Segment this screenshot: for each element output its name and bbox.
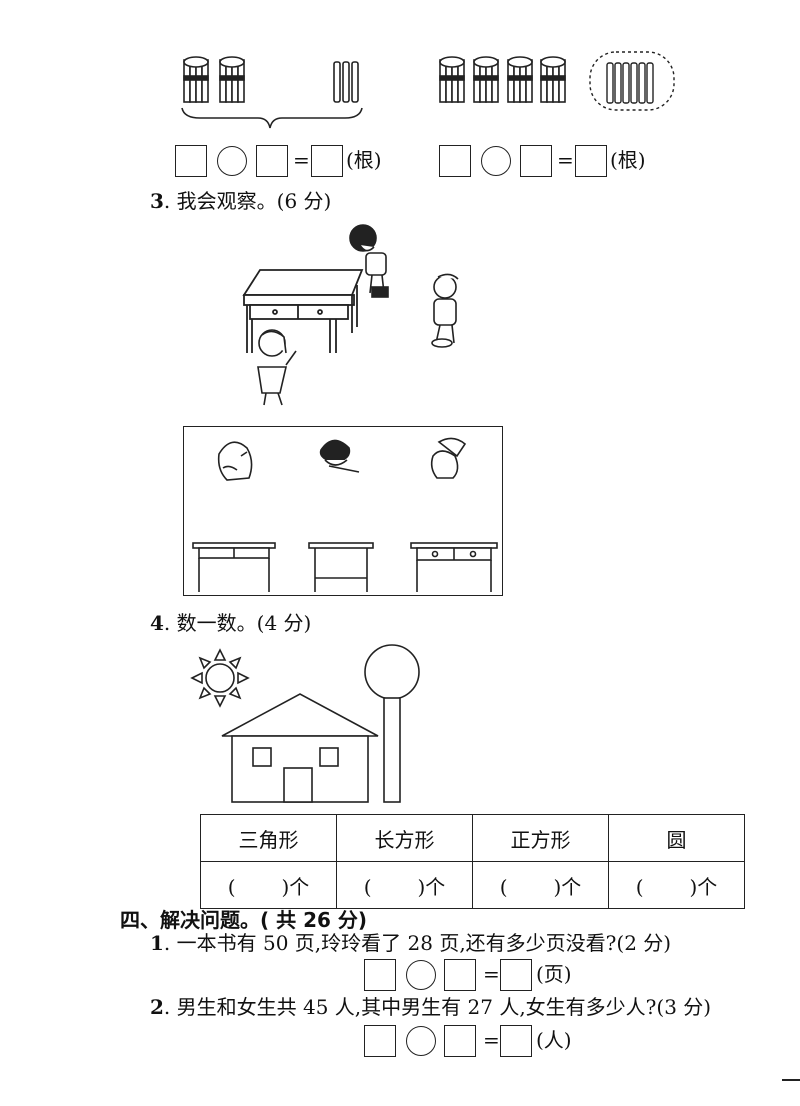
boy-figure-icon [349, 224, 389, 298]
header-rectangle: 长方形 [336, 814, 473, 862]
header-square: 正方形 [472, 814, 609, 862]
observation-scene-illustration [242, 224, 459, 406]
answer-box[interactable] [364, 1025, 396, 1057]
question-number: 2 [150, 995, 164, 1019]
answer-box[interactable] [256, 145, 288, 177]
stick-bundle-icon [219, 56, 245, 103]
problem-1-text: 1. 一本书有 50 页,玲玲看了 28 页,还有多少页没看?(2 分) [150, 930, 671, 956]
question-text: . 一本书有 50 页,玲玲看了 28 页,还有多少页没看?(2 分) [163, 931, 672, 955]
answer-box[interactable] [500, 959, 532, 991]
operator-circle[interactable] [217, 146, 247, 176]
girl-figure-icon [257, 329, 297, 406]
observation-options-illustration [192, 437, 498, 592]
section-4-title: 四、解决问题。( 共 26 分) [120, 908, 368, 932]
count-cell-circle[interactable]: ()个 [608, 861, 745, 909]
answer-box[interactable] [364, 959, 396, 991]
girl-head-icon [430, 437, 467, 479]
answer-box[interactable] [444, 1025, 476, 1057]
observation-answer-box [183, 426, 503, 596]
boy-head-icon [319, 439, 360, 473]
count-cell-triangle[interactable]: ()个 [200, 861, 337, 909]
brace-icon [181, 107, 363, 129]
question-3-title: 3. 我会观察。(6 分) [150, 188, 331, 214]
table-front-view-icon [410, 542, 498, 592]
operator-circle[interactable] [406, 1026, 436, 1056]
stick-bundle-icon [473, 56, 499, 103]
unit-label: (根) [346, 148, 382, 172]
dashed-circle-group [589, 51, 675, 111]
stick-bundle-icon [540, 56, 566, 103]
table-end-view-icon [308, 542, 374, 592]
operator-circle[interactable] [406, 960, 436, 990]
question-text: . 男生和女生共 45 人,其中男生有 27 人,女生有多少人?(3 分) [163, 995, 712, 1019]
question-4-title: 4. 数一数。(4 分) [150, 610, 311, 636]
count-cell-rectangle[interactable]: ()个 [336, 861, 473, 909]
equals-sign: = [483, 962, 500, 986]
loose-sticks-icon [606, 62, 654, 104]
answer-box[interactable] [311, 145, 343, 177]
question-number: 4 [150, 611, 164, 635]
unit-label: (根) [610, 148, 646, 172]
problem-2-text: 2. 男生和女生共 45 人,其中男生有 27 人,女生有多少人?(3 分) [150, 994, 711, 1020]
table-row: ()个 ()个 ()个 ()个 [200, 861, 745, 909]
stick-bundle-icon [507, 56, 533, 103]
table-side-view-icon [192, 542, 276, 592]
stick-bundle-icon [183, 56, 209, 103]
equals-sign: = [483, 1028, 500, 1052]
count-cell-square[interactable]: ()个 [472, 861, 609, 909]
header-triangle: 三角形 [200, 814, 337, 862]
answer-box[interactable] [520, 145, 552, 177]
house-icon [221, 693, 379, 803]
unit-label: (人) [536, 1028, 572, 1052]
loose-sticks-icon [333, 61, 359, 103]
answer-box[interactable] [500, 1025, 532, 1057]
shape-count-table: 三角形 长方形 正方形 圆 ()个 ()个 ()个 ()个 [200, 814, 745, 909]
tree-icon [364, 644, 420, 803]
answer-box[interactable] [444, 959, 476, 991]
unit-label: (页) [536, 962, 572, 986]
question-number: 3 [150, 189, 164, 213]
operator-circle[interactable] [481, 146, 511, 176]
girl-head-icon [217, 441, 253, 481]
sun-icon [190, 648, 250, 708]
answer-box[interactable] [175, 145, 207, 177]
table-header-row: 三角形 长方形 正方形 圆 [200, 814, 745, 862]
stick-bundle-icon [439, 56, 465, 103]
girl-figure-icon [431, 273, 459, 348]
house-scene-illustration [190, 644, 420, 803]
question-text: . 我会观察。(6 分) [163, 189, 332, 213]
answer-box[interactable] [575, 145, 607, 177]
page-edge-mark [782, 1079, 800, 1081]
equals-sign: = [557, 148, 574, 172]
question-number: 1 [150, 931, 164, 955]
question-text: . 数一数。(4 分) [163, 611, 312, 635]
header-circle: 圆 [608, 814, 745, 862]
equals-sign: = [293, 148, 310, 172]
bundles-illustration-left [181, 51, 675, 129]
answer-box[interactable] [439, 145, 471, 177]
